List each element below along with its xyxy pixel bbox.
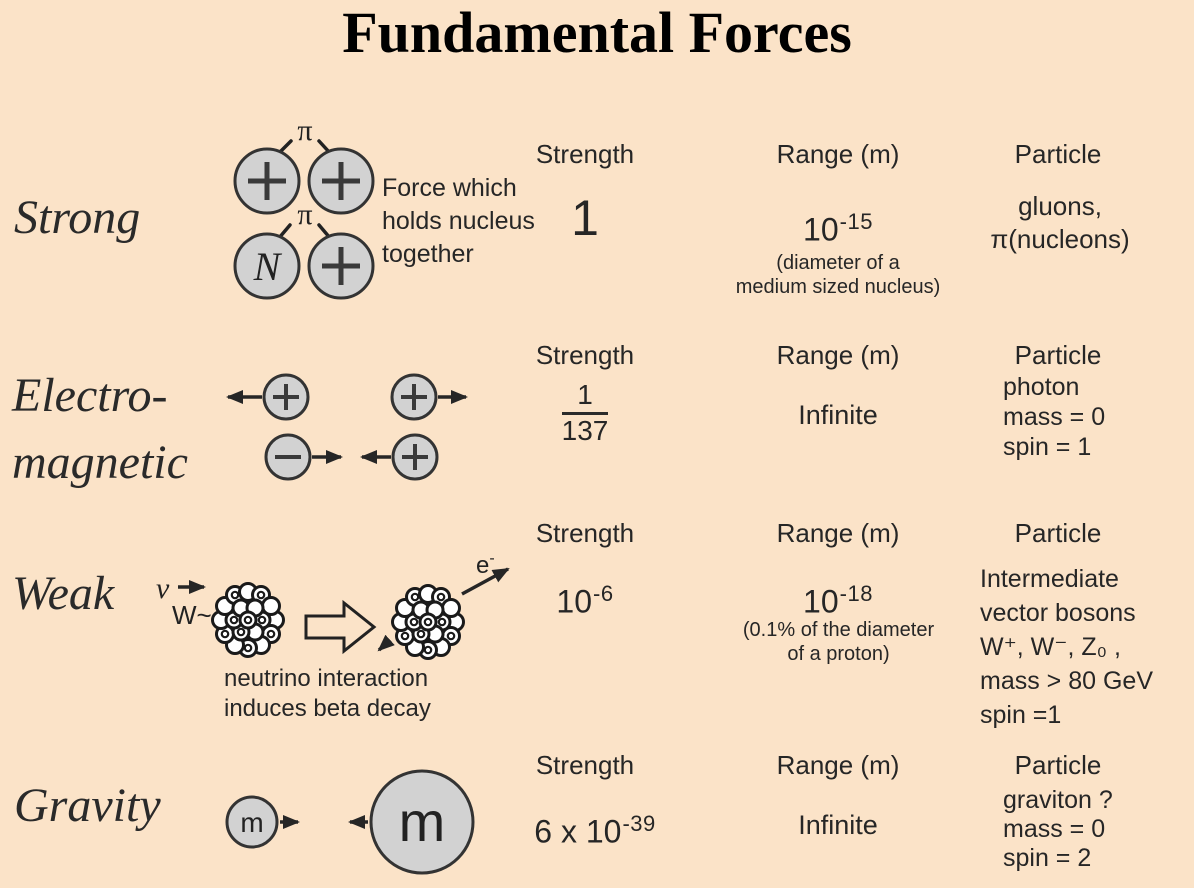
weak-range-value: 10-18 xyxy=(733,576,943,620)
em-range-value: Infinite xyxy=(798,400,878,430)
plus-icon xyxy=(322,162,360,200)
page-title: Fundamental Forces xyxy=(342,0,852,65)
neutrino-label: ν xyxy=(156,572,170,605)
large-mass-label: m xyxy=(399,790,446,853)
weak-caption: neutrino interaction induces beta decay xyxy=(224,664,484,724)
plus-icon xyxy=(248,162,286,200)
text-line: spin = 1 xyxy=(1003,433,1092,461)
text-line: π(nucleons) xyxy=(990,224,1130,254)
text-line: gluons, xyxy=(1018,191,1102,221)
fraction-denominator: 137 xyxy=(561,415,609,446)
column-header-strength: Strength xyxy=(535,340,635,370)
large-mass-circle xyxy=(369,769,475,875)
neutron-label: N xyxy=(253,244,283,289)
text-line: W⁺, W⁻, Z₀ , xyxy=(980,633,1121,661)
force-name-electromagnetic: Electro- magnetic xyxy=(12,362,188,496)
column-header-particle: Particle xyxy=(1014,340,1102,370)
text-line: mass = 0 xyxy=(1003,403,1106,431)
text-line: mass = 0 xyxy=(1003,815,1106,843)
text-line: graviton ? xyxy=(1003,786,1113,814)
em-strength-fraction: 1 137 xyxy=(500,379,670,446)
strength-base: 6 x 10 xyxy=(534,813,622,850)
column-header-strength: Strength xyxy=(535,518,635,548)
electron-arrow-icon xyxy=(461,567,510,596)
strong-diagram: π π N xyxy=(233,114,375,300)
text-line: Intermediate xyxy=(980,565,1119,593)
weak-strength-value: 10-6 xyxy=(500,576,670,620)
column-header-range: Range (m) xyxy=(776,750,900,780)
text-line: mass > 80 GeV xyxy=(980,667,1153,695)
em-particle: photon mass = 0 spin = 1 xyxy=(1003,372,1183,462)
gravity-range-value: Infinite xyxy=(798,810,878,840)
column-header-range: Range (m) xyxy=(776,518,900,548)
text-line: of a proton) xyxy=(787,643,890,665)
text-line: medium sized nucleus) xyxy=(735,276,941,298)
text-line: (diameter of a xyxy=(776,252,900,274)
text-line: photon xyxy=(1003,373,1080,401)
small-mass-label: m xyxy=(240,807,263,838)
recoil-arrow-icon xyxy=(377,634,395,652)
plus-icon xyxy=(402,444,428,470)
column-header-particle: Particle xyxy=(1014,518,1102,548)
column-header-particle: Particle xyxy=(1014,750,1102,780)
plus-icon xyxy=(273,384,299,410)
electron-label: e- xyxy=(476,550,495,579)
small-mass-circle xyxy=(225,795,279,849)
weak-diagram: ν W~ e- xyxy=(156,550,510,660)
range-exponent: -15 xyxy=(839,209,873,234)
column-header-strength: Strength xyxy=(535,139,635,169)
text-line: vector bosons xyxy=(980,599,1136,627)
strong-strength-value: 1 xyxy=(571,190,599,246)
strength-exponent: -6 xyxy=(593,581,614,606)
strong-range-note: (diameter of a medium sized nucleus) xyxy=(708,251,968,299)
transition-arrow-icon xyxy=(304,599,377,655)
force-name-weak: Weak xyxy=(12,567,115,620)
range-base: 10 xyxy=(803,211,839,248)
w-boson-label: W~ xyxy=(172,600,212,630)
plus-icon xyxy=(401,384,427,410)
gravity-diagram: m m xyxy=(225,769,475,875)
electromagnetic-diagram xyxy=(226,373,468,481)
text-line: neutrino interaction xyxy=(224,665,429,692)
gravity-strength-value: 6 x 10-39 xyxy=(495,806,695,850)
weak-range-note: (0.1% of the diameter of a proton) xyxy=(711,618,966,666)
strong-description: Force which holds nucleus together xyxy=(382,172,557,271)
nucleus-icon xyxy=(211,582,285,658)
strong-range-value: 10-15 xyxy=(733,204,943,248)
range-exponent: -18 xyxy=(839,581,873,606)
force-name-strong: Strong xyxy=(14,191,141,244)
fraction: 1 137 xyxy=(561,379,609,446)
text-line: spin = 2 xyxy=(1003,844,1092,872)
strong-particle: gluons, π(nucleons) xyxy=(975,190,1145,256)
text-line: magnetic xyxy=(12,436,188,489)
weak-particle: Intermediate vector bosons W⁺, W⁻, Z₀ , … xyxy=(980,562,1194,732)
strength-base: 10 xyxy=(556,583,593,620)
text-line: together xyxy=(382,240,474,268)
text-line: Electro- xyxy=(12,369,168,422)
plus-icon xyxy=(322,247,360,285)
fraction-numerator: 1 xyxy=(561,379,609,415)
text-line: holds nucleus xyxy=(382,207,535,235)
text-line: Force which xyxy=(382,174,517,202)
force-name-gravity: Gravity xyxy=(14,779,161,832)
text-line: induces beta decay xyxy=(224,695,431,722)
pion-label: π xyxy=(297,114,312,147)
nucleus-icon xyxy=(391,584,465,660)
range-base: 10 xyxy=(803,583,839,620)
column-header-strength: Strength xyxy=(535,750,635,780)
column-header-range: Range (m) xyxy=(776,139,900,169)
neutron-circle xyxy=(233,232,301,300)
text-line: (0.1% of the diameter xyxy=(742,619,935,641)
gravity-particle: graviton ? mass = 0 spin = 2 xyxy=(1003,786,1183,873)
strength-exponent: -39 xyxy=(622,811,656,836)
text-line: spin =1 xyxy=(980,701,1062,729)
column-header-particle: Particle xyxy=(1014,139,1102,169)
pion-label: π xyxy=(297,198,312,231)
column-header-range: Range (m) xyxy=(776,340,900,370)
